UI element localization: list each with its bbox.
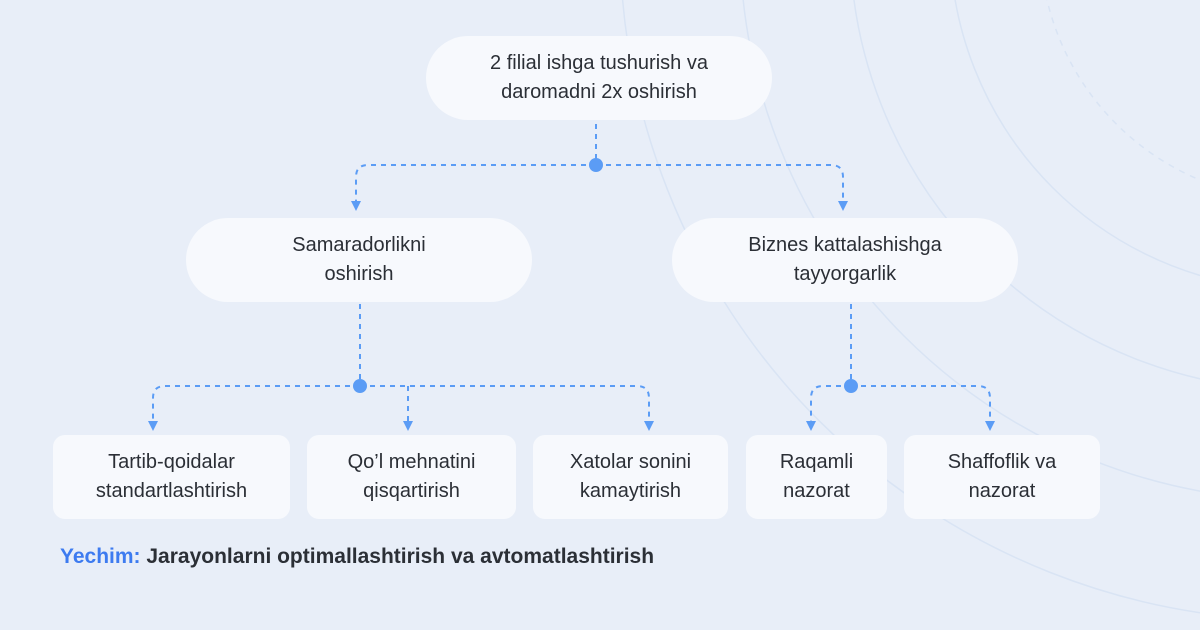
leaf-node-standardization: Tartib-qoidalar standartlashtirish: [53, 435, 290, 519]
root-node-line-1: 2 filial ishga tushurish va: [490, 52, 708, 74]
connector-to-branch-2: [596, 164, 848, 211]
connector-to-child-4: [806, 385, 851, 431]
leaf-node-line-2: kamaytirish: [579, 480, 682, 502]
leaf-node-line-2: nazorat: [968, 480, 1036, 502]
leaf-node-line-2: standartlashtirish: [95, 480, 248, 502]
junction-dot: [844, 379, 858, 393]
junction-dot: [353, 379, 367, 393]
leaf-node-line-1: Raqamli: [779, 451, 854, 473]
solution-text: Jarayonlarni optimallashtirish va avtoma…: [140, 545, 655, 568]
connector-to-branch-1: [351, 164, 596, 211]
connector-to-child-1: [148, 385, 360, 431]
leaf-node-line-1: Qo’l mehnatini: [347, 451, 476, 473]
branch-node-line-2: tayyorgarlik: [793, 263, 897, 285]
leaf-node-line-1: Tartib-qoidalar: [108, 451, 235, 473]
junction-dot: [589, 158, 603, 172]
leaf-node-line-1: Xatolar sonini: [569, 451, 692, 473]
solution-caption: Yechim: Jarayonlarni optimallashtirish v…: [60, 542, 680, 571]
branch-node-scaling: Biznes kattalashishga tayyorgarlik: [672, 218, 1018, 302]
connector-to-child-5: [851, 385, 995, 431]
connector-to-child-3: [360, 385, 654, 431]
leaf-node-line-1: Shaffoflik va: [947, 451, 1057, 473]
branch-node-line-2: oshirish: [324, 263, 394, 285]
root-node-line-2: daromadni 2x oshirish: [501, 81, 697, 103]
branch-node-efficiency: Samaradorlikni oshirish: [186, 218, 532, 302]
root-node: 2 filial ishga tushurish va daromadni 2x…: [426, 36, 772, 120]
branch-node-line-1: Biznes kattalashishga: [748, 234, 942, 256]
leaf-node-line-2: nazorat: [783, 480, 850, 502]
leaf-node-digital-control: Raqamli nazorat: [746, 435, 887, 519]
leaf-node-errors: Xatolar sonini kamaytirish: [533, 435, 728, 519]
branch-node-line-1: Samaradorlikni: [292, 234, 426, 256]
leaf-node-manual-labor: Qo’l mehnatini qisqartirish: [307, 435, 516, 519]
solution-label: Yechim:: [60, 545, 141, 568]
leaf-node-line-2: qisqartirish: [363, 480, 460, 502]
leaf-node-transparency: Shaffoflik va nazorat: [904, 435, 1100, 519]
